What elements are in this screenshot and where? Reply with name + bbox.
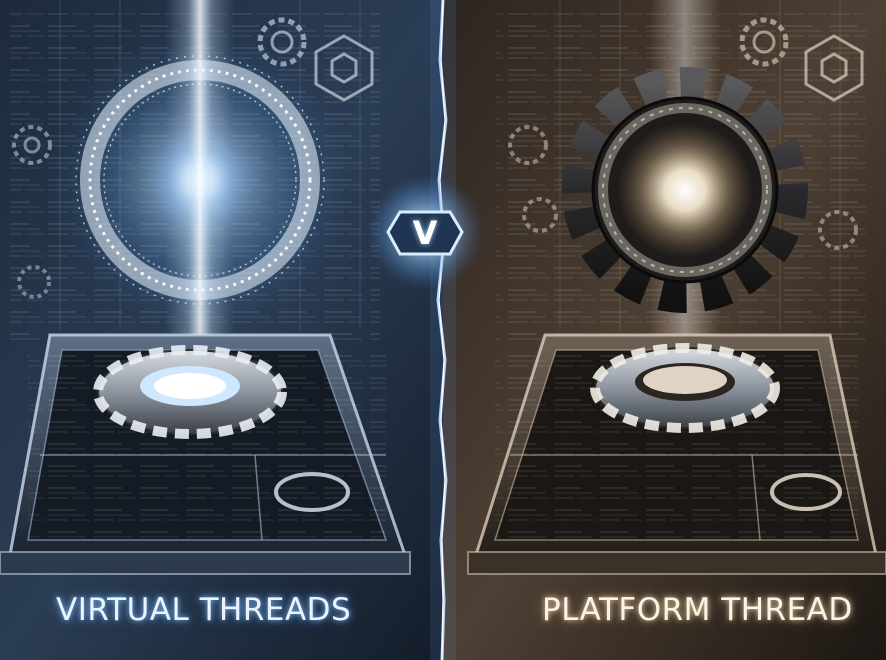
lightning-icon <box>430 0 456 660</box>
gear-icon <box>739 17 789 67</box>
left-panel <box>0 0 443 660</box>
vs-badge <box>367 174 483 290</box>
gear-icon <box>590 343 780 433</box>
vs-label: V <box>412 214 438 252</box>
gear-icon <box>562 67 808 313</box>
gear-icon <box>508 125 858 250</box>
gear-icon <box>17 265 51 299</box>
virtual-threads-caption: VIRTUAL THREADS <box>56 592 352 628</box>
gear-icon <box>93 345 287 439</box>
platform-thread-caption: PLATFORM THREAD <box>542 592 853 628</box>
right-panel <box>443 0 886 660</box>
gear-icon <box>12 125 52 165</box>
hexagon-icon <box>314 34 374 102</box>
hexagon-icon <box>804 34 864 102</box>
